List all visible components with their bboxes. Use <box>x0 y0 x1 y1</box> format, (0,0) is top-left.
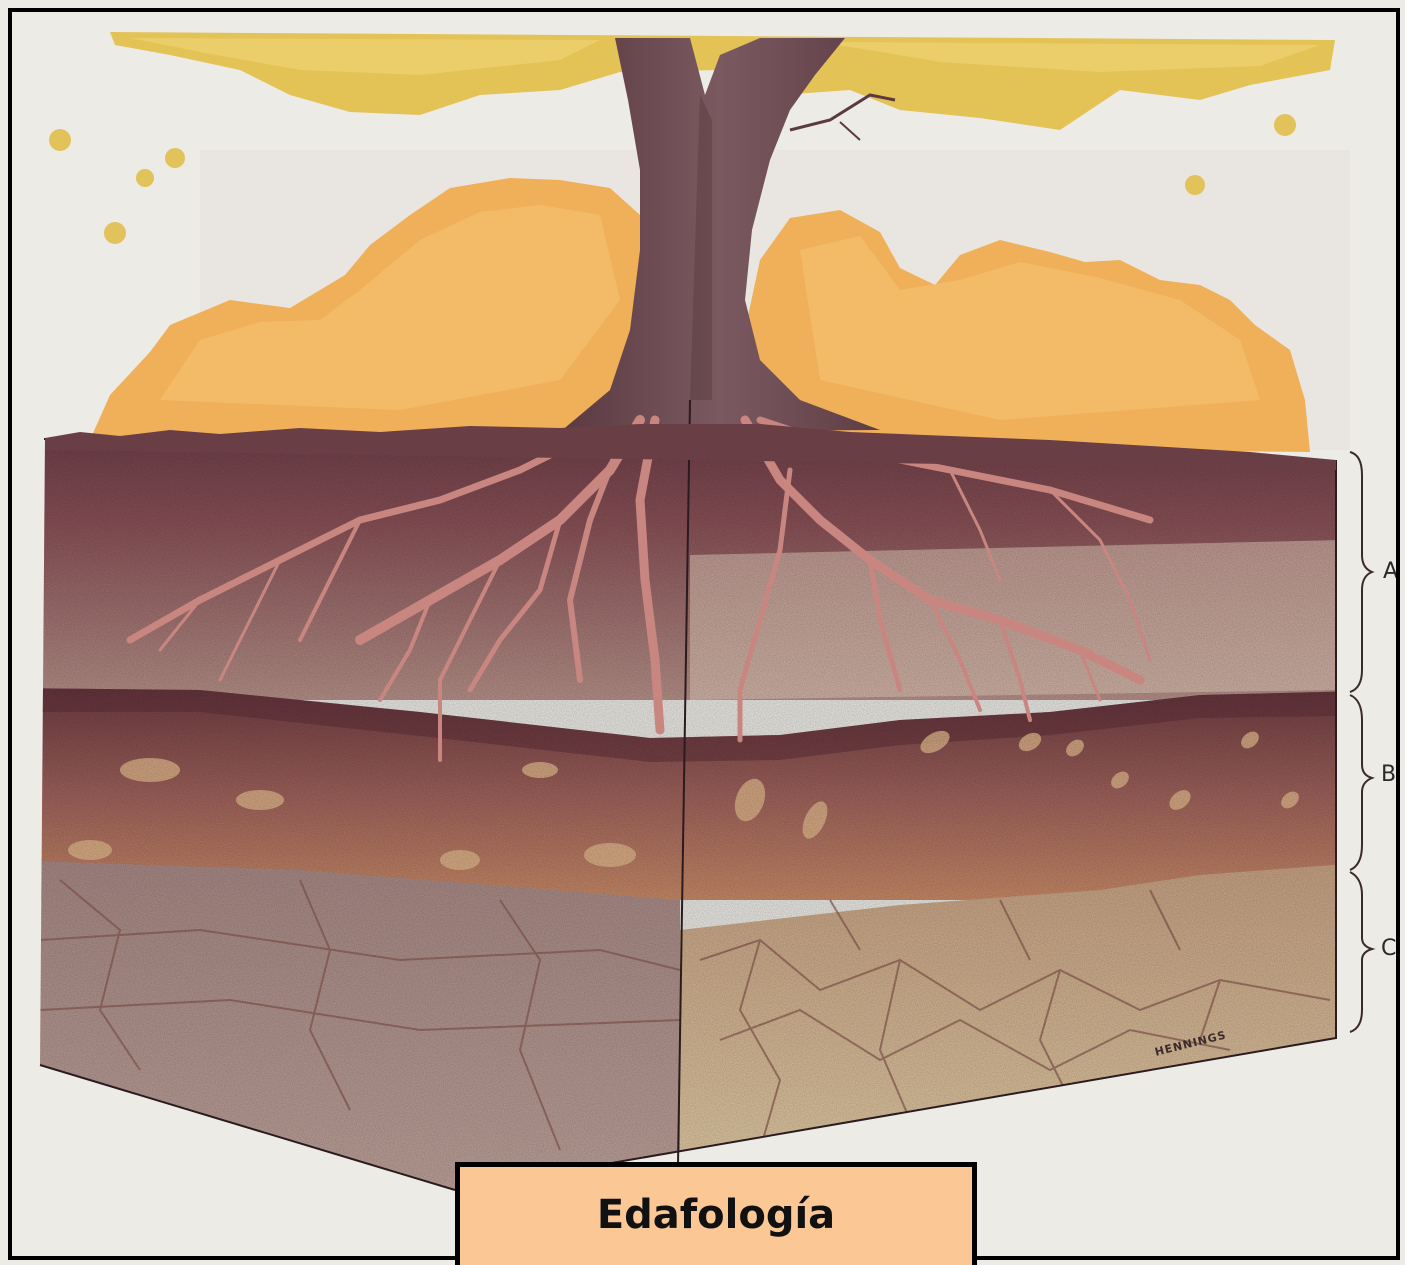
horizon-label-c: C <box>1381 938 1396 960</box>
horizon-label-b: B <box>1381 764 1396 786</box>
horizon-label-a: A <box>1383 561 1398 583</box>
title-box: Edafología <box>455 1162 977 1265</box>
page-title: Edafología <box>597 1195 835 1265</box>
